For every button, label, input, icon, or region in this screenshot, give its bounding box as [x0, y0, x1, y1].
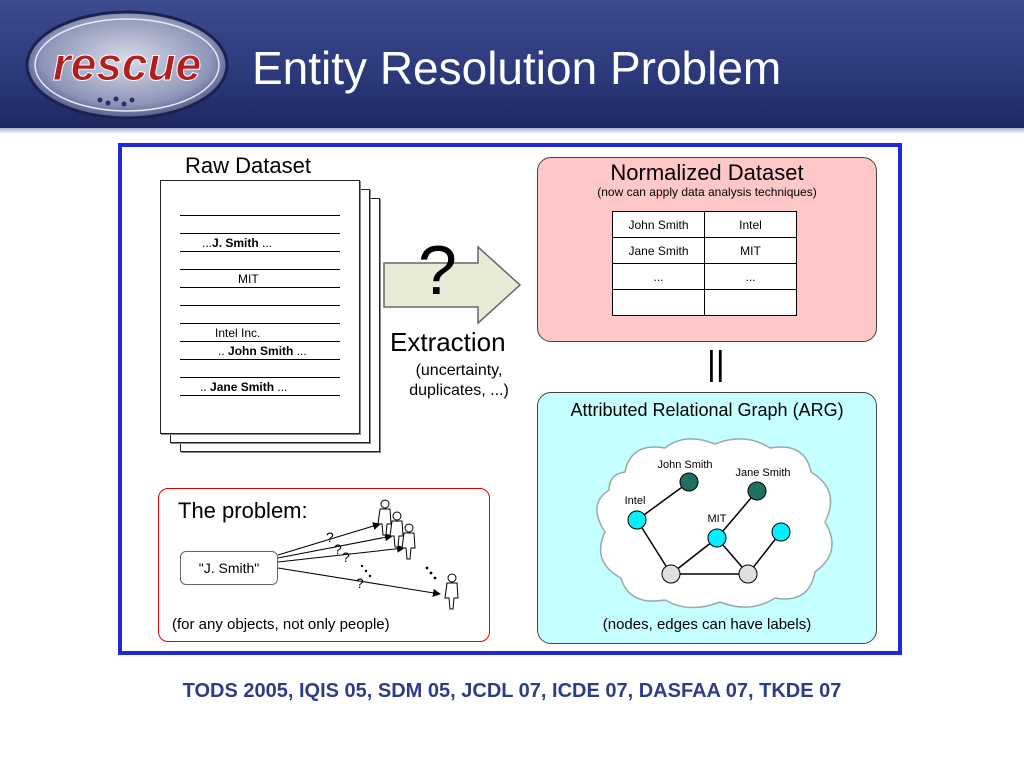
- extraction-question-mark: ?: [418, 231, 457, 309]
- edge: [636, 519, 672, 575]
- problem-title: The problem:: [178, 498, 308, 523]
- question-mark: ?: [342, 549, 350, 565]
- extraction-arrow: [383, 245, 522, 325]
- table-cell: Intel: [704, 211, 797, 238]
- table-cell: ...: [704, 263, 797, 290]
- ellipsis-dot: [425, 566, 429, 570]
- arrow: [277, 522, 381, 556]
- normalized-dataset-title: Normalized Dataset: [610, 160, 804, 185]
- arrow: [277, 544, 405, 563]
- ellipsis-dot: [433, 576, 437, 580]
- doc-line: [180, 251, 340, 252]
- doc-line: [180, 305, 340, 306]
- node-unlabeled: [771, 522, 791, 542]
- edge: [716, 490, 758, 539]
- node-label-john: John Smith: [657, 459, 712, 471]
- page-title: Entity Resolution Problem: [252, 42, 782, 94]
- doc-line: [180, 233, 340, 234]
- arrow: [277, 533, 393, 559]
- edge: [670, 537, 718, 575]
- extraction-label: Extraction: [390, 327, 506, 357]
- raw-line-3: Intel Inc.: [215, 326, 261, 340]
- doc-line: [180, 287, 340, 288]
- question-mark: ?: [326, 529, 334, 545]
- rescue-logo: rescue: [25, 10, 229, 120]
- raw-line-2: MIT: [238, 272, 259, 286]
- question-mark: ?: [334, 541, 342, 557]
- table-row: [612, 289, 797, 316]
- equivalence-sign: ||: [707, 345, 725, 383]
- ellipsis-dot: [429, 571, 433, 575]
- node-jane-smith: [747, 481, 767, 501]
- edge: [636, 481, 690, 521]
- doc-line: [180, 377, 340, 378]
- raw-line-5: .. Jane Smith ...: [200, 380, 288, 394]
- person-icon: [377, 499, 392, 536]
- normalized-table: John Smith Intel Jane Smith MIT ... ...: [612, 211, 797, 316]
- node-intel: [627, 510, 647, 530]
- node-label-jane: Jane Smith: [735, 467, 790, 479]
- problem-arrows: ? ? ? ?: [277, 499, 459, 610]
- raw-line-4: .. John Smith ...: [218, 344, 307, 358]
- node-unlabeled: [738, 564, 758, 584]
- node-unlabeled: [661, 564, 681, 584]
- doc-line: [180, 215, 340, 216]
- table-cell: [704, 289, 797, 316]
- ellipsis-dot: [360, 564, 364, 568]
- node-mit: [707, 528, 727, 548]
- node-label-intel: Intel: [625, 495, 646, 507]
- node-john-smith: [679, 472, 699, 492]
- table-cell: John Smith: [612, 211, 705, 238]
- doc-line: [180, 395, 340, 396]
- arg-caption: (nodes, edges can have labels): [602, 616, 812, 633]
- doc-line: [180, 269, 340, 270]
- doc-line: [180, 359, 340, 360]
- arrow: [277, 567, 441, 597]
- normalized-dataset-subtitle: (now can apply data analysis techniques): [597, 185, 817, 199]
- svg-text:rescue: rescue: [53, 38, 201, 90]
- extraction-note-line2: duplicates, ...): [409, 382, 509, 399]
- ellipsis-dot: [368, 574, 372, 578]
- header-divider: [0, 128, 1024, 134]
- raw-dataset-title: Raw Dataset: [185, 153, 311, 178]
- extraction-note-line1: (uncertainty,: [415, 362, 503, 379]
- table-cell: Jane Smith: [612, 237, 705, 264]
- raw-line-1: ...J. Smith ...: [202, 236, 273, 250]
- ellipsis-dot: [364, 569, 368, 573]
- ambiguous-name-box: "J. Smith": [180, 551, 278, 585]
- arg-graph: John Smith Jane Smith Intel MIT: [596, 438, 833, 609]
- cloud-shape: [596, 438, 833, 609]
- doc-line: [180, 323, 340, 324]
- table-cell: MIT: [704, 237, 797, 264]
- table-row: Jane Smith MIT: [612, 237, 797, 264]
- table-cell: ...: [612, 263, 705, 290]
- person-icon: [389, 511, 404, 548]
- person-icon: [444, 573, 459, 610]
- node-label-mit: MIT: [708, 513, 727, 525]
- arg-title: Attributed Relational Graph (ARG): [570, 400, 844, 420]
- doc-line: [180, 341, 340, 342]
- table-row: John Smith Intel: [612, 211, 797, 238]
- references-line: TODS 2005, IQIS 05, SDM 05, JCDL 07, ICD…: [182, 680, 842, 702]
- table-cell: [612, 289, 705, 316]
- person-icon: [401, 523, 416, 560]
- problem-caption: (for any objects, not only people): [172, 616, 390, 633]
- raw-page-front: [160, 180, 360, 434]
- table-row: ... ...: [612, 263, 797, 290]
- question-mark: ?: [356, 575, 364, 591]
